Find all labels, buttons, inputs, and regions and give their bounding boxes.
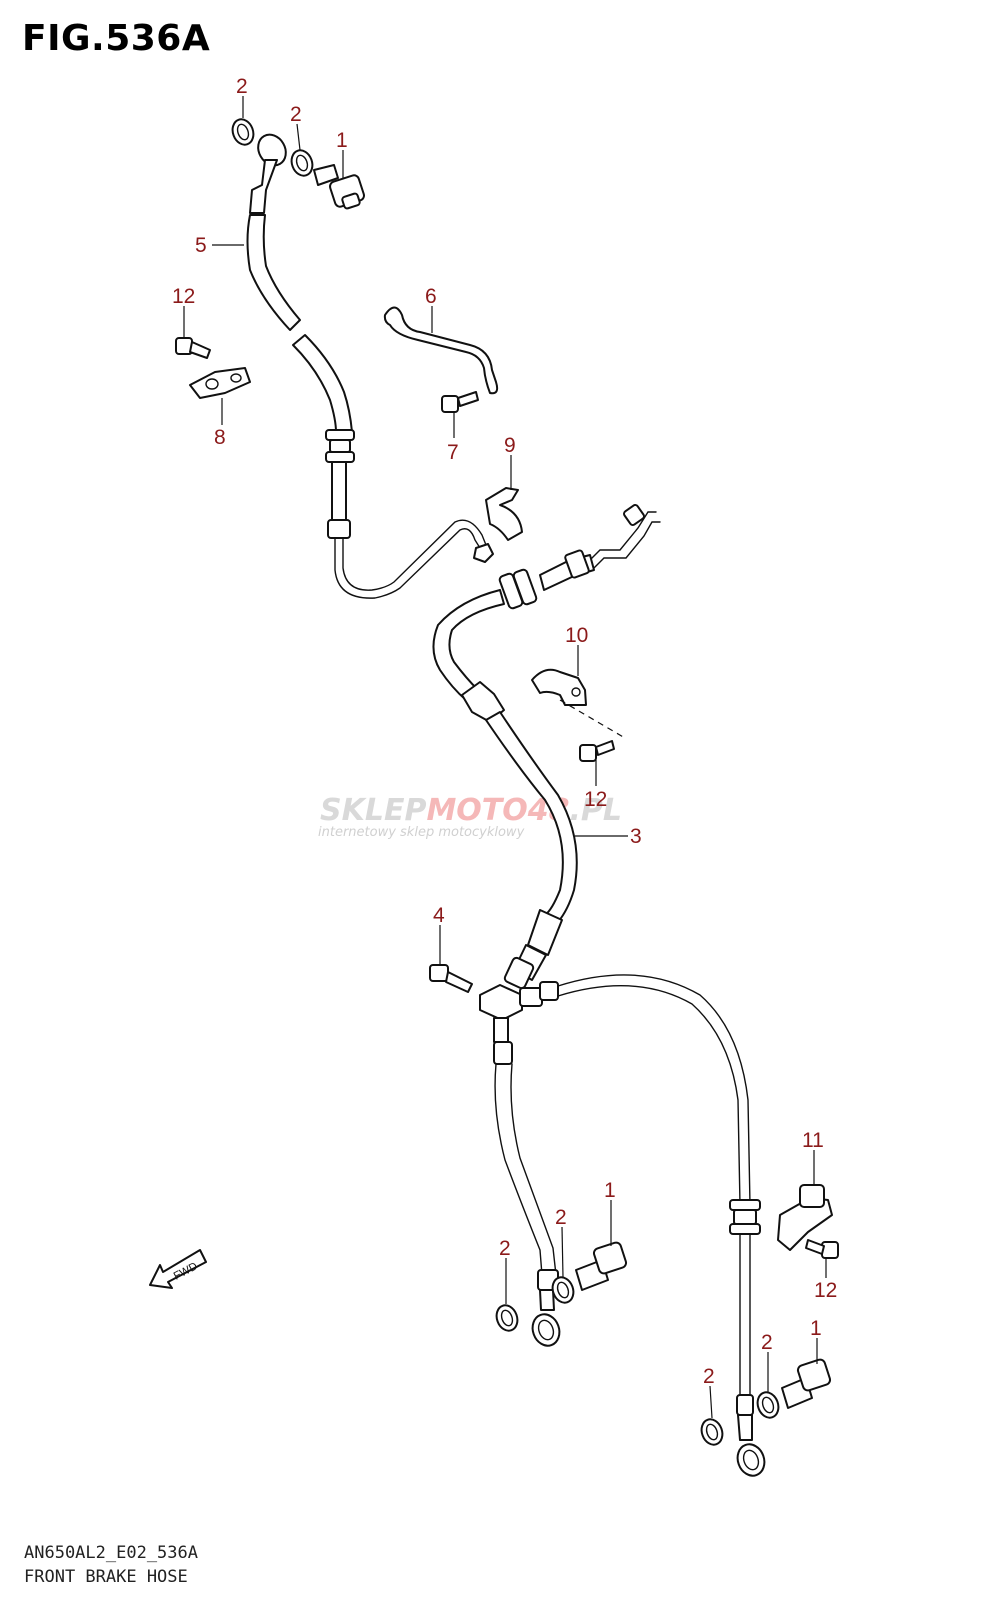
- callout-2: 2: [236, 75, 248, 98]
- callout-10: 10: [565, 624, 588, 647]
- figure-title: FIG.536A: [22, 18, 211, 59]
- lower-left-hardware: [495, 1241, 628, 1332]
- fwd-arrow-icon: FWD: [149, 1249, 207, 1289]
- watermark-text-a: SKLEPMOTO48.PL: [320, 793, 622, 828]
- leader-lines: [183, 96, 827, 1419]
- clamp-10: [531, 668, 587, 706]
- bolt-12-top: [175, 337, 211, 359]
- upper-hose-assembly: [246, 133, 494, 599]
- callout-12: 12: [584, 788, 607, 811]
- bolt-12-mid: [579, 740, 615, 762]
- callout-3: 3: [630, 825, 642, 848]
- bolt-12-bottom: [805, 1239, 839, 1259]
- union-bolt-top: [313, 164, 365, 210]
- callout-12: 12: [172, 285, 195, 308]
- callout-1: 1: [336, 129, 348, 152]
- main-hose-assembly: [432, 504, 766, 1477]
- diagram-code: AN650AL2_E02_536A: [24, 1543, 198, 1563]
- callout-2: 2: [499, 1237, 511, 1260]
- pipe-clamp-6: [383, 306, 499, 395]
- callout-12: 12: [814, 1279, 837, 1302]
- callout-5: 5: [195, 234, 207, 257]
- callout-1: 1: [810, 1317, 822, 1340]
- callout-9: 9: [504, 434, 516, 457]
- bracket-plate-8: [189, 367, 251, 399]
- callout-11: 11: [802, 1129, 824, 1152]
- callout-6: 6: [425, 285, 437, 308]
- callout-7: 7: [447, 441, 459, 464]
- diagram-name: FRONT BRAKE HOSE: [24, 1567, 188, 1587]
- bolt-4: [429, 964, 473, 993]
- clamp-9: [485, 487, 523, 541]
- bolt-7: [441, 391, 479, 413]
- lower-right-hardware: [700, 1358, 832, 1446]
- callout-2: 2: [703, 1365, 715, 1388]
- watermark: SKLEPMOTO48.PL internetowy sklep motocyk…: [318, 793, 622, 840]
- callout-2: 2: [761, 1331, 773, 1354]
- callout-8: 8: [214, 426, 226, 449]
- watermark-tagline: internetowy sklep motocyklowy: [318, 825, 525, 840]
- callout-4: 4: [433, 904, 445, 927]
- callout-2: 2: [555, 1206, 567, 1229]
- top-washers: [231, 118, 314, 177]
- callout-2: 2: [290, 103, 302, 126]
- callout-1: 1: [604, 1179, 616, 1202]
- callouts: 2 2 1 5 12 8 6 7 9 10 12 3 4 11 12 1 2 2…: [172, 75, 837, 1388]
- clamp-11: [777, 1184, 833, 1251]
